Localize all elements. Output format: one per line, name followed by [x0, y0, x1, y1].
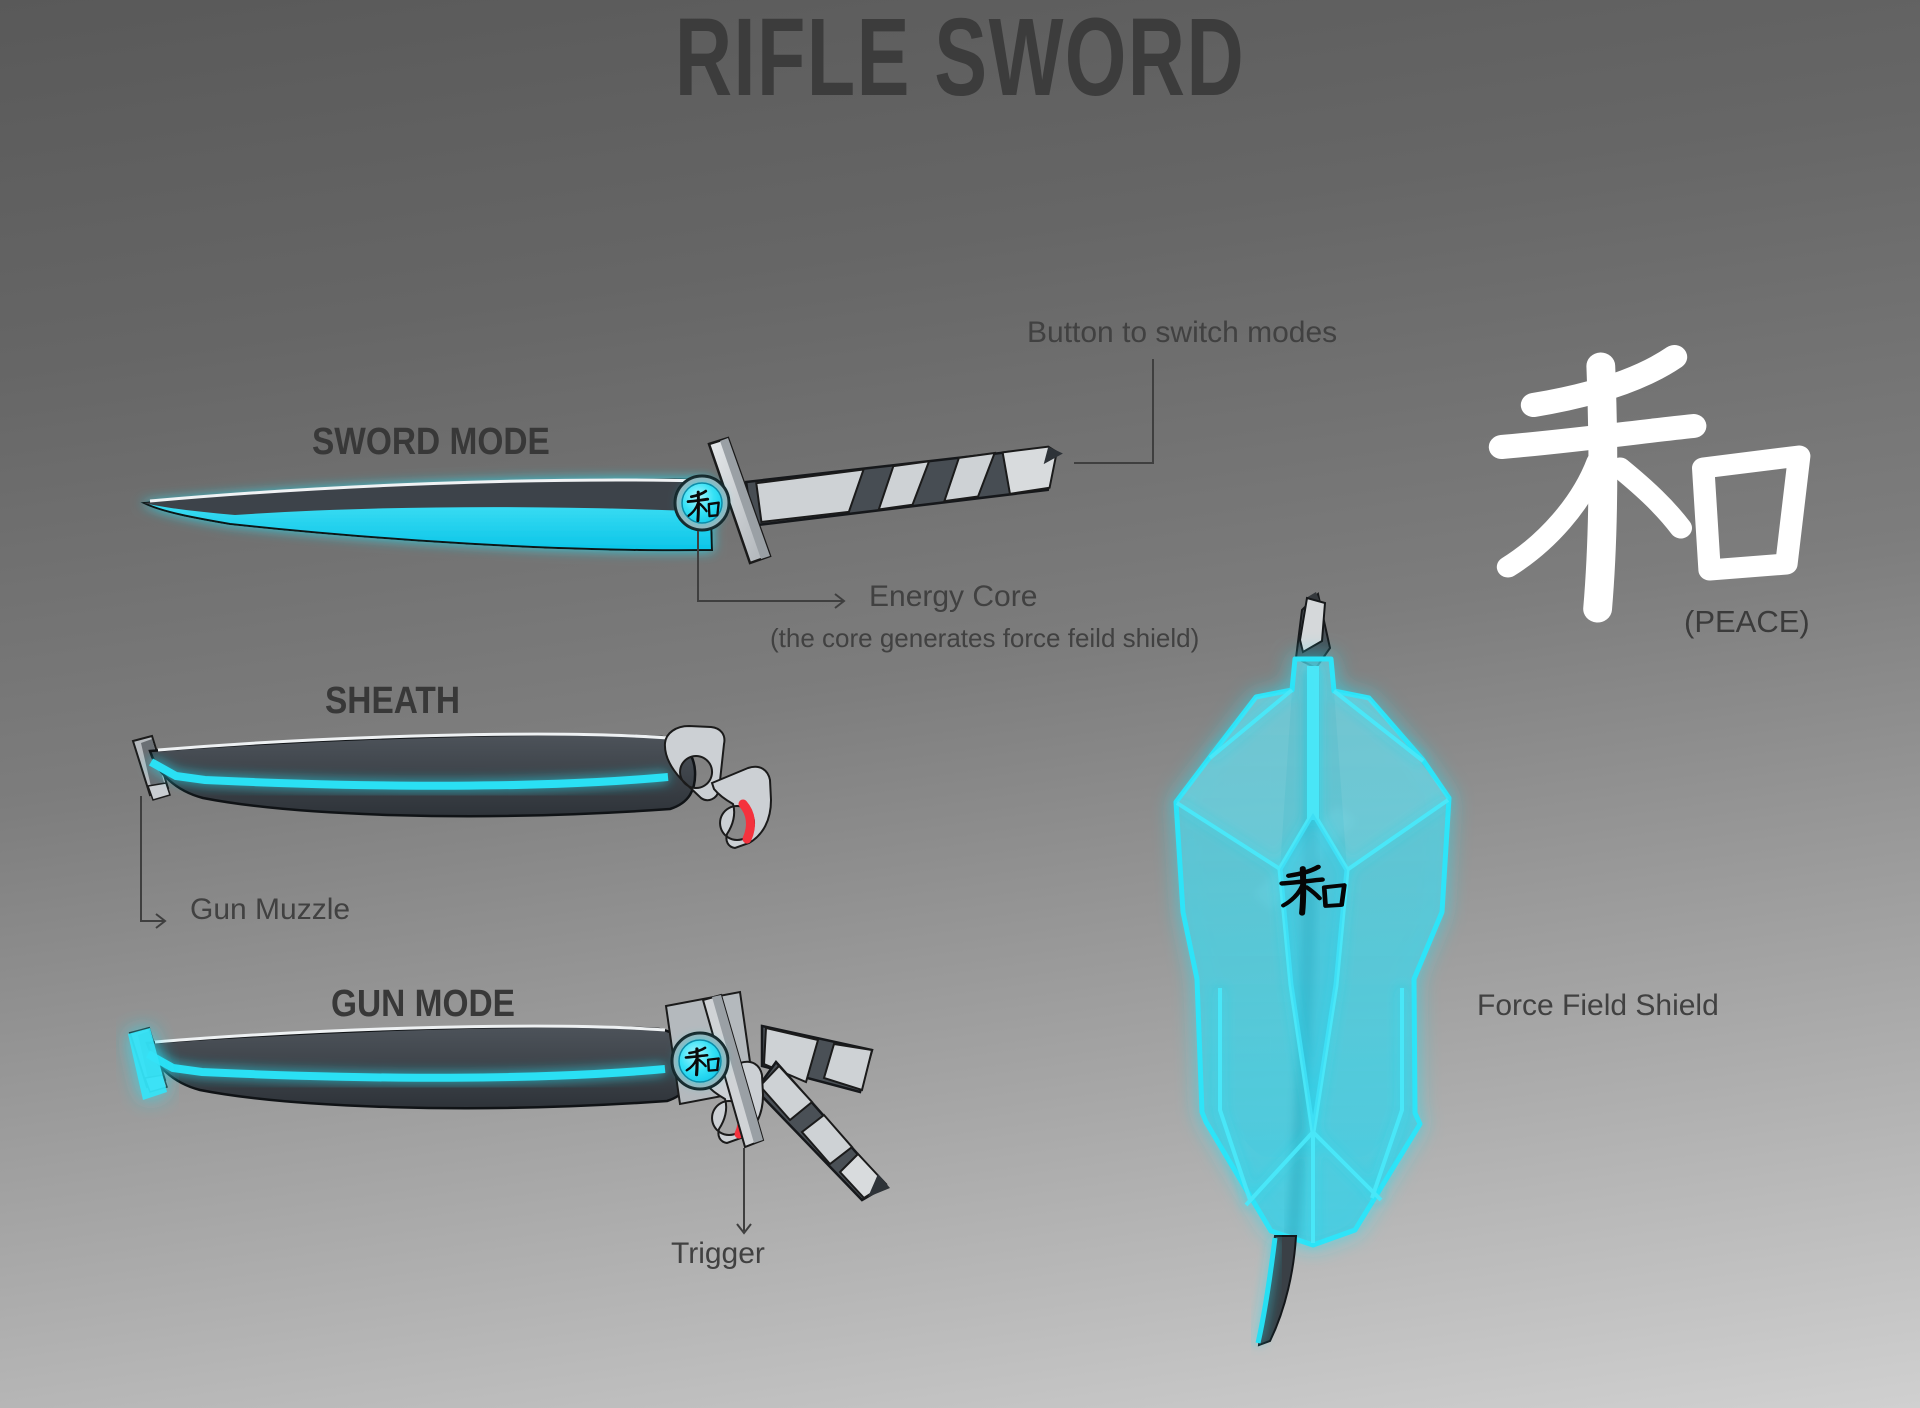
gun-mode-illustration — [128, 990, 890, 1202]
annotation-energy-core-note: (the core generates force feild shield) — [770, 623, 1200, 653]
annotation-gun-muzzle: Gun Muzzle — [190, 893, 351, 926]
page-title: RIFLE SWORD — [674, 0, 1246, 119]
force-field-shield-illustration — [1173, 592, 1452, 1347]
label-gun-mode: GUN MODE — [331, 983, 515, 1025]
label-sheath: SHEATH — [325, 680, 461, 722]
annotation-line-muzzle — [140, 796, 167, 929]
annotation-force-field-shield: Force Field Shield — [1477, 989, 1719, 1022]
peace-kanji-icon — [1502, 357, 1800, 609]
annotation-line-trigger — [736, 1148, 752, 1235]
sword-mode-illustration — [140, 436, 1068, 565]
annotation-switch-button: Button to switch modes — [1027, 316, 1338, 349]
sheath-illustration — [133, 724, 771, 848]
annotation-energy-core: Energy Core — [869, 580, 1038, 613]
label-sword-mode: SWORD MODE — [312, 421, 550, 463]
annotation-lines-sword — [697, 359, 1154, 609]
annotation-trigger: Trigger — [671, 1237, 765, 1270]
label-peace: (PEACE) — [1684, 604, 1810, 639]
